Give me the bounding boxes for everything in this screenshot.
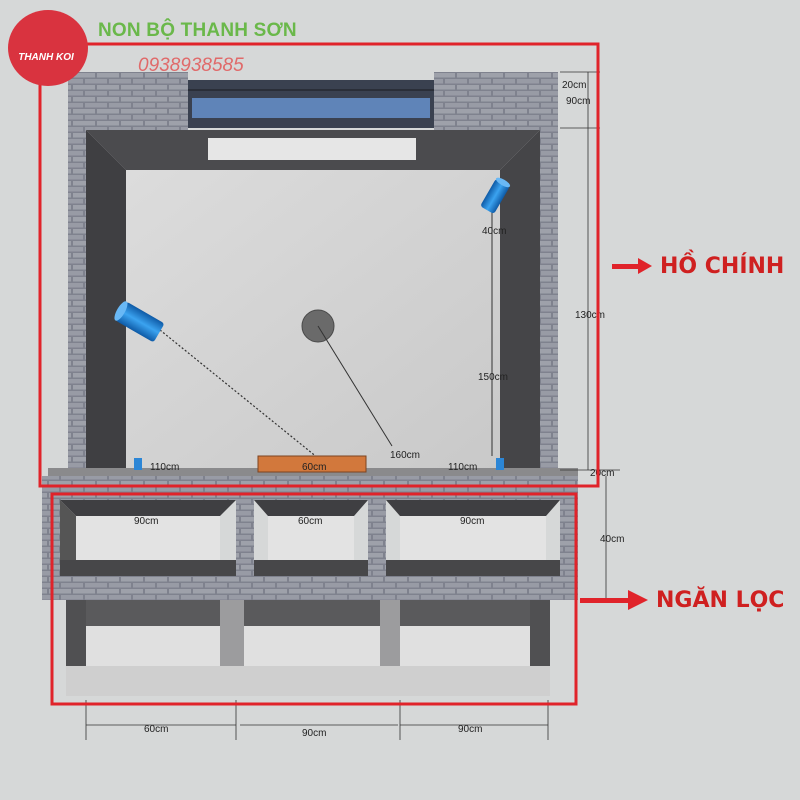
dim-filter-height: 40cm xyxy=(600,534,624,545)
dim-pond-depth: 130cm xyxy=(575,310,605,321)
inner-wall-left xyxy=(86,130,126,468)
logo-text: THANH KOI xyxy=(18,51,74,63)
dim-filter-col2: 60cm xyxy=(298,516,322,527)
main-pond-label: HỒ CHÍNH xyxy=(660,254,785,279)
pond-wall-top-right xyxy=(434,72,558,130)
overflow-water xyxy=(192,98,430,118)
center-overflow-board xyxy=(257,455,367,473)
dim-wall-thickness: 20cm xyxy=(562,80,586,91)
pond-wall-top-left xyxy=(68,72,188,130)
pipe-stub-left xyxy=(134,458,142,470)
dim-left-gap: 110cm xyxy=(150,462,179,473)
channel-lip xyxy=(208,138,416,160)
dim-filter-col3: 90cm xyxy=(460,516,484,527)
dim-inner-height: 150cm xyxy=(478,372,508,383)
dim-bottom-col2: 90cm xyxy=(302,728,326,739)
filter-slab-lower xyxy=(42,576,578,600)
main-pond-highlight xyxy=(38,42,600,488)
brand-name: NON BỘ THANH SƠN xyxy=(98,20,297,41)
pipe-stub-right xyxy=(496,458,504,470)
dim-bottom-col3: 90cm xyxy=(458,724,482,735)
dim-bottom-col1: 60cm xyxy=(144,724,168,735)
filter-chamber xyxy=(42,476,578,696)
dim-pipe-height: 40cm xyxy=(482,226,506,237)
filter-highlight xyxy=(50,492,578,706)
pond-wall-right xyxy=(540,72,558,472)
filter-top-slab xyxy=(42,476,578,500)
highlights xyxy=(38,42,600,706)
dim-wall-right: 20cm xyxy=(590,468,614,479)
filter-arrow xyxy=(580,598,630,603)
pipe-top-right xyxy=(481,177,511,214)
brand-logo: THANH KOI xyxy=(8,10,88,86)
filter-chamber-label: NGĂN LỌC xyxy=(656,588,785,613)
dim-diagonal: 160cm xyxy=(390,450,420,461)
pipe-left xyxy=(114,301,164,342)
dim-filter-col1: 90cm xyxy=(134,516,158,527)
dim-center-gap: 60cm xyxy=(302,462,326,473)
dim-top-right-width: 90cm xyxy=(566,96,590,107)
pond-wall-left xyxy=(68,72,86,472)
arrows xyxy=(580,258,652,610)
dim-right-gap: 110cm xyxy=(448,462,477,473)
brand-phone: 0938938585 xyxy=(138,55,244,76)
main-pond xyxy=(48,72,578,476)
inner-wall-right xyxy=(500,130,540,468)
dimension-labels: 20cm 90cm 40cm 130cm 150cm 160cm 110cm 6… xyxy=(134,80,624,739)
